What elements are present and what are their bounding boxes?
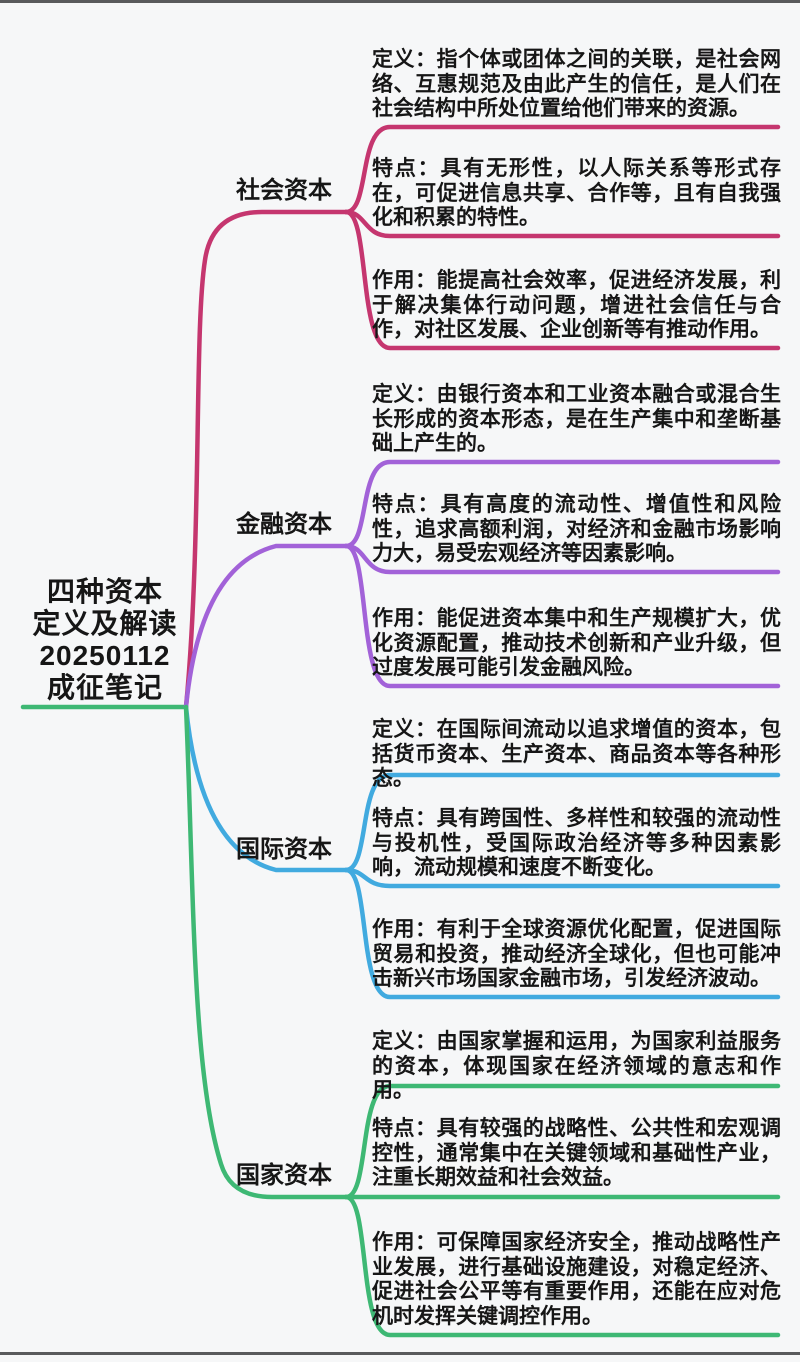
fan-social-role bbox=[343, 209, 781, 351]
node-financial-features[interactable]: 特点：具有高度的流动性、增值性和风险性，追求高额利润，对经济和金融市场影响力大，… bbox=[372, 493, 781, 565]
central-topic-line: 20250112 bbox=[39, 640, 171, 671]
branch-label-financial-capital[interactable]: 金融资本 bbox=[236, 511, 332, 538]
fan-state-role bbox=[343, 1194, 781, 1338]
fan-social-definition bbox=[343, 124, 781, 215]
trunk-international-capital bbox=[183, 704, 349, 873]
bottom-border-line bbox=[0, 1352, 800, 1355]
trunk-social-capital bbox=[183, 209, 349, 710]
node-international-definition[interactable]: 定义：在国际间流动以追求增值的资本，包括货币资本、生产资本、商品资本等各种形态。 bbox=[372, 718, 781, 790]
trunk-state-capital bbox=[183, 704, 349, 1200]
node-financial-definition[interactable]: 定义：由银行资本和工业资本融合或混合生长形成的资本形态，是在生产集中和垄断基础上… bbox=[372, 383, 781, 455]
node-state-role[interactable]: 作用：可保障国家经济安全，推动战略性产业发展，进行基础设施建设，对稳定经济、促进… bbox=[372, 1231, 781, 1328]
node-social-role[interactable]: 作用：能提高社会效率，促进经济发展，利于解决集体行动问题，增进社会信任与合作，对… bbox=[372, 269, 781, 341]
central-topic-line: 四种资本 bbox=[46, 576, 163, 607]
node-social-features[interactable]: 特点：具有无形性，以人际关系等形式存在，可促进信息共享、合作等，且有自我强化和积… bbox=[372, 157, 781, 229]
node-international-role[interactable]: 作用：有利于全球资源优化配置，促进国际贸易和投资，推动经济全球化，但也可能冲击新… bbox=[372, 918, 781, 990]
branch-label-state-capital[interactable]: 国家资本 bbox=[236, 1162, 332, 1189]
node-state-definition[interactable]: 定义：由国家掌握和运用，为国家利益服务的资本，体现国家在经济领域的意志和作用。 bbox=[372, 1030, 781, 1102]
branch-label-international-capital[interactable]: 国际资本 bbox=[236, 836, 332, 863]
node-social-definition[interactable]: 定义：指个体或团体之间的关联，是社会网络、互惠规范及由此产生的信任，是人们在社会… bbox=[372, 48, 781, 120]
node-financial-role[interactable]: 作用：能促进资本集中和生产规模扩大，优化资源配置，推动技术创新和产业升级，但过度… bbox=[372, 607, 781, 679]
central-topic-line: 定义及解读 bbox=[32, 608, 178, 639]
trunk-financial-capital bbox=[183, 543, 349, 710]
fan-financial-definition bbox=[343, 459, 781, 549]
central-topic[interactable]: 四种资本 定义及解读 20250112 成征笔记 bbox=[12, 576, 198, 704]
node-international-features[interactable]: 特点：具有跨国性、多样性和较强的流动性与投机性，受国际政治经济等多种因素影响，流… bbox=[372, 807, 781, 879]
central-topic-line: 成征笔记 bbox=[46, 672, 163, 703]
fan-financial-role bbox=[343, 543, 781, 689]
branch-label-social-capital[interactable]: 社会资本 bbox=[236, 177, 332, 204]
fan-international-role bbox=[343, 867, 781, 1000]
fan-international-definition bbox=[343, 772, 781, 873]
fan-state-definition bbox=[343, 1083, 781, 1200]
top-border-line bbox=[0, 0, 800, 3]
node-state-features[interactable]: 特点：具有较强的战略性、公共性和宏观调控性，通常集中在关键领域和基础性产业，注重… bbox=[372, 1117, 781, 1189]
